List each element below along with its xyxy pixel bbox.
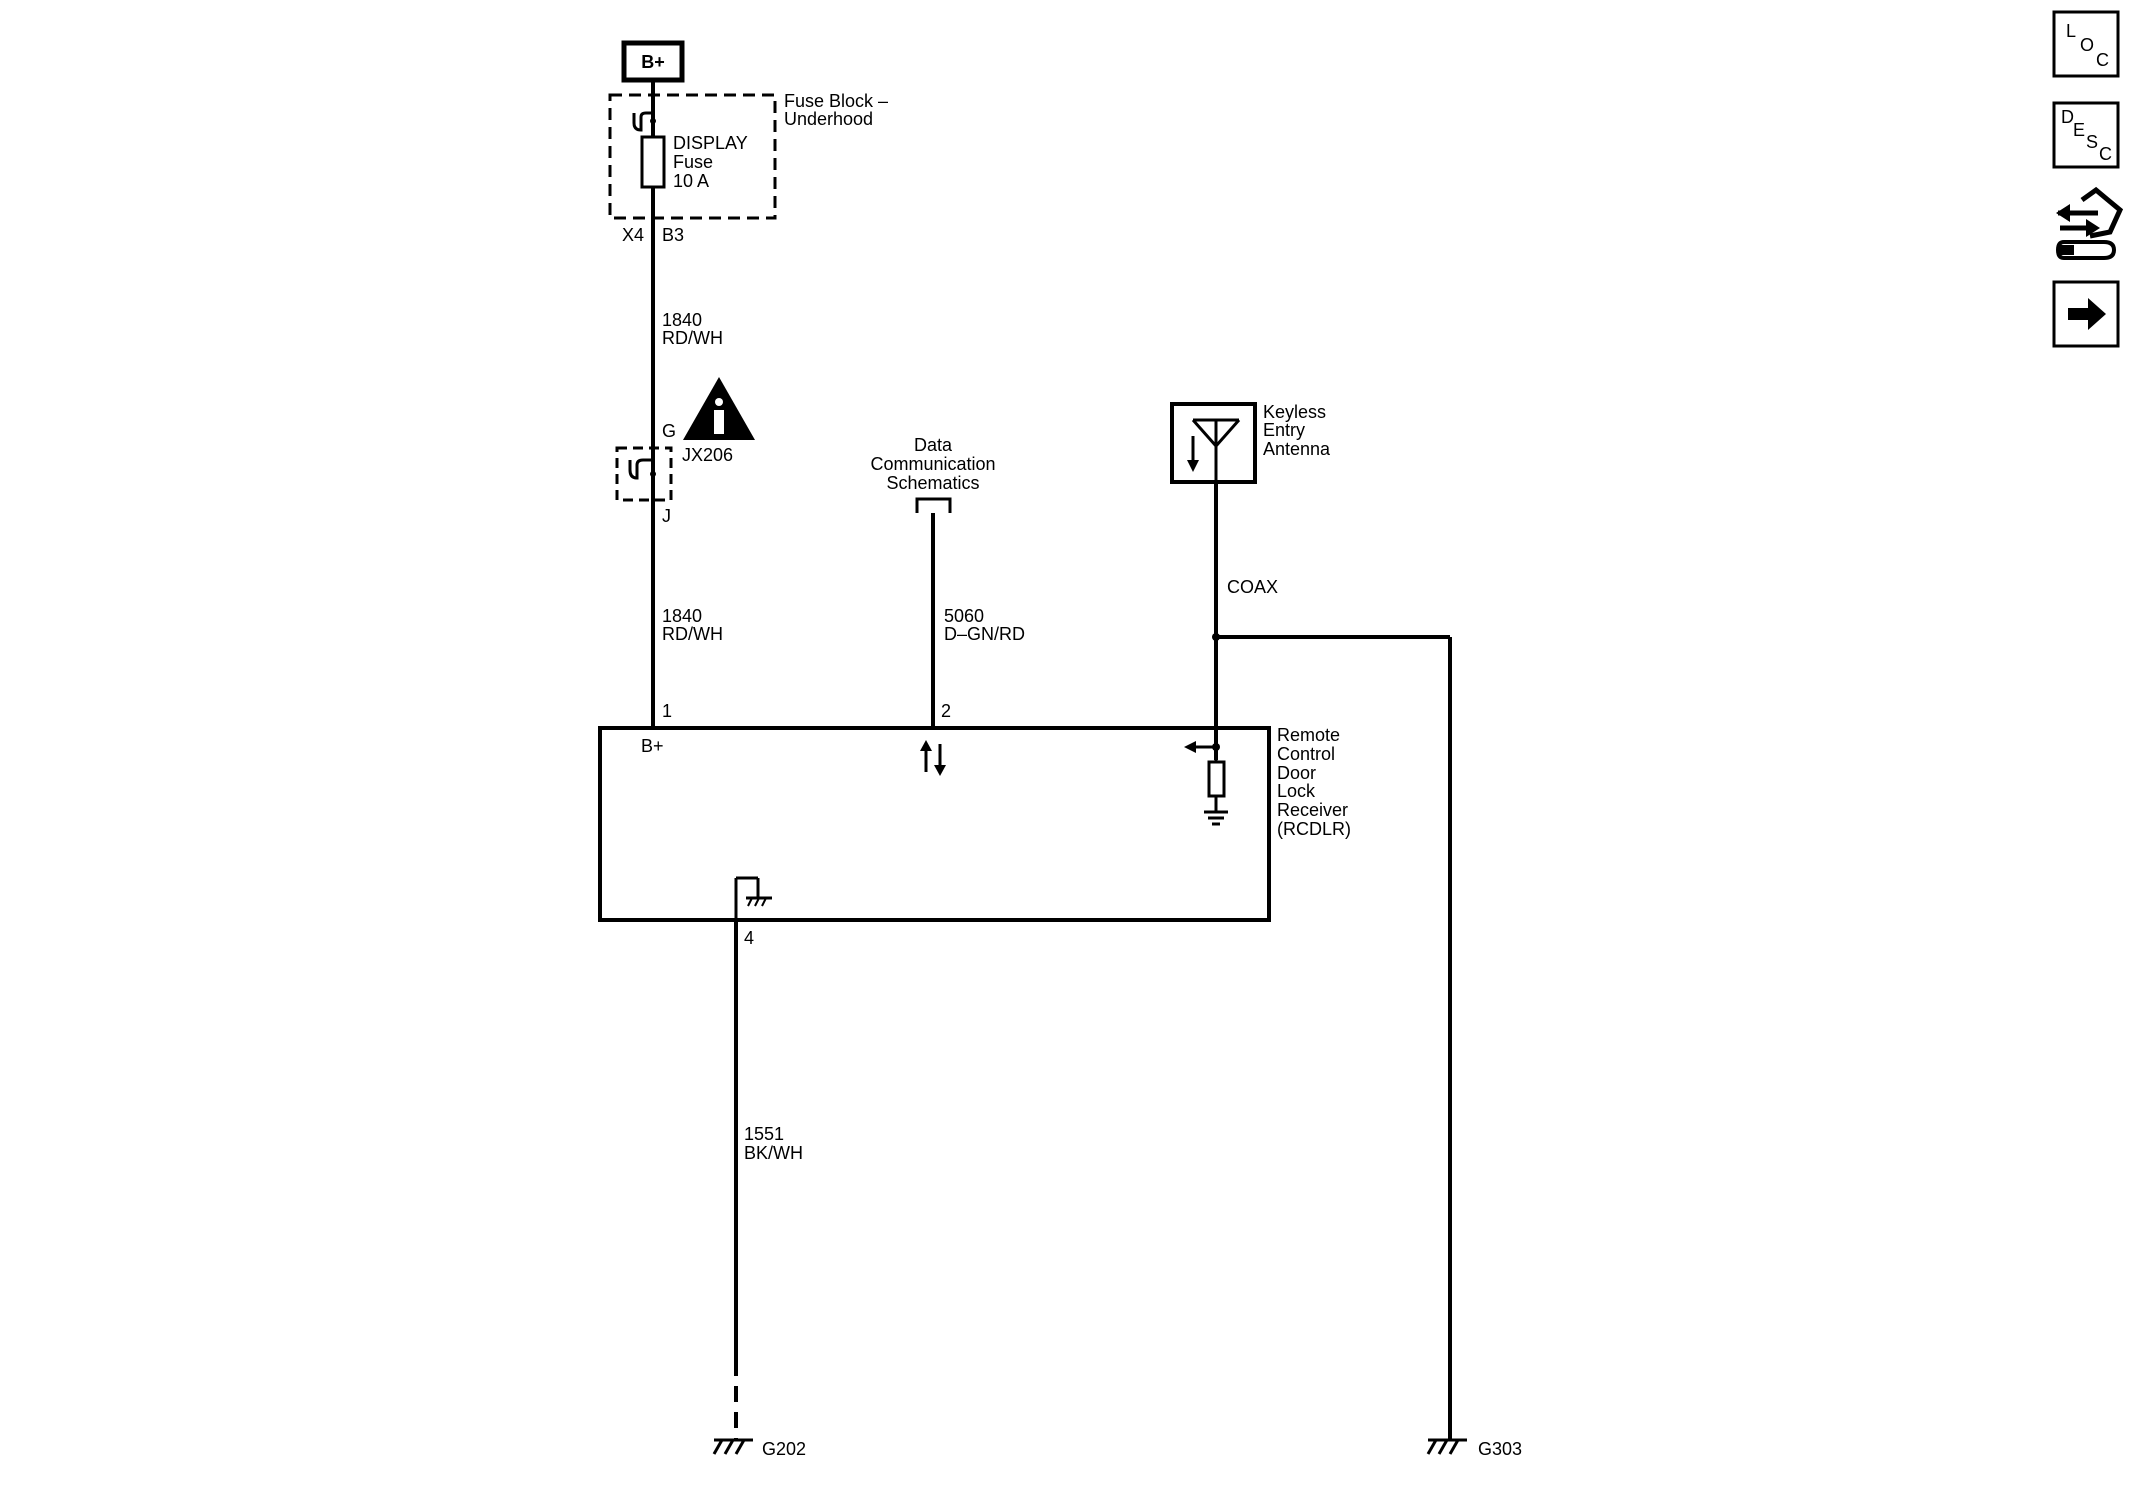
wire-1840-lower-circuit: 1840 [662,606,702,626]
antenna-input-resistor [1184,741,1228,826]
antenna-label-line2: Entry [1263,420,1305,440]
wire-5060-circuit: 5060 [944,606,984,626]
wire-1840-upper-color: RD/WH [662,328,723,348]
desc-letter-d: D [2061,107,2074,127]
data-comm-line2: Communication [870,454,995,474]
loc-letter-l: L [2066,21,2076,41]
inline-connector-pin-top: G [662,421,676,441]
inline-connector-pin-bottom: J [662,506,671,526]
module-pin-b-plus: B+ [641,736,664,756]
inline-connector-id: JX206 [682,445,733,465]
fuse-block-name-line2: Underhood [784,109,873,129]
fuse-label-line2: Fuse [673,152,713,172]
location-button[interactable]: L O C [2052,10,2120,78]
fuse-block-pin: B3 [662,225,684,245]
module-pin-4: 4 [744,928,754,948]
power-source-b-plus: B+ [621,40,685,83]
wire-1551-circuit: 1551 [744,1124,784,1144]
next-page-button[interactable] [2052,280,2120,348]
data-comm-line1: Data [914,435,953,455]
module-name-line1: Remote [1277,725,1340,745]
loc-letter-c: C [2096,50,2109,70]
display-fuse [640,135,666,189]
bidirectional-data-icon [920,740,946,776]
wire-1840-lower-color: RD/WH [662,624,723,644]
info-icon[interactable] [683,377,755,440]
wire-5060: 5060 D–GN/RD [931,513,1025,727]
module-name-line6: (RCDLR) [1277,819,1351,839]
module-pin-1: 1 [662,701,672,721]
desc-letter-e: E [2073,120,2085,140]
antenna-label-line3: Antenna [1263,439,1331,459]
fuse-block-name-line1: Fuse Block – [784,91,888,111]
description-button[interactable]: D E S C [2052,101,2120,169]
coax-cable: COAX [1212,482,1452,1440]
ground-g202-label: G202 [762,1439,806,1459]
ground-g202: G202 [712,1438,806,1459]
fuse-block-underhood: Fuse Block – Underhood DISPLAY Fuse 10 A… [608,91,888,245]
internal-ground-icon [734,876,772,920]
module-name-line5: Receiver [1277,800,1348,820]
fuse-label-line3: 10 A [673,171,709,191]
wire-1840: 1840 RD/WH 1840 RD/WH [651,80,723,727]
desc-letter-s: S [2086,132,2098,152]
ground-g303-label: G303 [1478,1439,1522,1459]
inline-connector-jx206: G JX206 J [615,421,733,526]
ground-g303: G303 [1426,1438,1522,1459]
wire-5060-color: D–GN/RD [944,624,1025,644]
right-arrow-icon [2088,298,2106,330]
coax-label: COAX [1227,577,1278,597]
power-source-label: B+ [641,52,665,72]
module-name-line4: Lock [1277,781,1316,801]
wire-1840-upper-circuit: 1840 [662,310,702,330]
desc-letter-c: C [2099,144,2112,164]
connector-repair-icon[interactable] [2052,182,2124,262]
module-name-line3: Door [1277,763,1316,783]
module-name-line2: Control [1277,744,1335,764]
loc-letter-o: O [2080,35,2094,55]
wire-1551-color: BK/WH [744,1143,803,1163]
data-communication-link[interactable]: Data Communication Schematics [870,435,996,513]
keyless-entry-antenna: Keyless Entry Antenna [1170,402,1331,484]
rcdlr-module: 1 2 B+ [598,701,1351,948]
fuse-label-line1: DISPLAY [673,133,748,153]
fuse-block-connector-id: X4 [622,225,644,245]
module-pin-2: 2 [941,701,951,721]
data-comm-line3: Schematics [886,473,979,493]
wire-1551: 1551 BK/WH [734,920,803,1440]
antenna-label-line1: Keyless [1263,402,1326,422]
